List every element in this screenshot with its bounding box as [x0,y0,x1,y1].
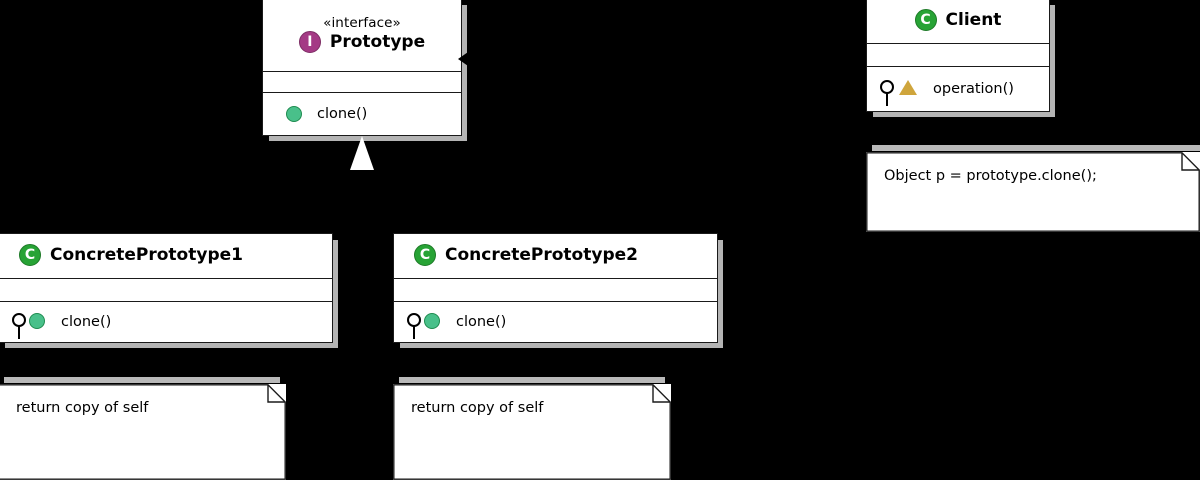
class-name-prototype: Prototype [329,32,426,52]
lollipop-icon [11,313,29,339]
class-box-concreteprototype2[interactable]: C ConcretePrototype2 clone() [393,233,718,343]
class-title-client: C Client [867,0,1049,43]
note-concrete1-text: return copy of self [16,400,149,416]
note-anchor-line-concrete1 [55,342,57,384]
attributes-compartment-concrete2 [394,279,717,301]
generalization-arrowhead-prototype [350,136,374,170]
attributes-compartment-concrete1 [0,279,332,301]
triangle-icon [899,79,917,95]
note-concrete2-shape [393,384,671,480]
note-client-text: Object p = prototype.clone(); [884,168,1097,184]
note-client[interactable]: Object p = prototype.clone(); [866,145,1200,232]
public-method-icon [29,313,45,329]
divider-prototype-attrs [263,71,461,72]
operation-row-clone[interactable]: clone() [394,302,717,342]
dependency-line-client-prototype-horizontal [470,58,885,60]
operation-label-clone: clone() [456,314,507,330]
lollipop-icon [879,80,897,106]
divider-client-ops [867,66,1049,67]
note-concrete2-shadow-top [399,377,665,383]
note-anchor-line-client [883,112,885,154]
public-method-icon [286,106,302,122]
note-client-shape [866,152,1200,232]
operation-row-clone[interactable]: clone() [263,93,461,135]
divider-concrete2-attrs [394,278,717,279]
stereotype-label-prototype: «interface» [323,15,401,31]
class-name-concreteprototype1: ConcretePrototype1 [50,245,243,265]
class-box-concreteprototype1[interactable]: C ConcretePrototype1 clone() [0,233,333,343]
operations-compartment-prototype: clone() [263,93,461,135]
operation-label-operation: operation() [933,81,1014,97]
attributes-compartment-prototype [263,72,461,92]
note-concreteprototype1[interactable]: return copy of self [0,377,286,480]
generalization-branch-concrete1 [166,203,168,233]
note-client-shadow-top [872,145,1200,151]
operations-compartment-client: operation() [867,67,1049,111]
class-icon: C [914,9,937,31]
dependency-arrowhead-prototype [458,50,471,68]
operation-label-clone: clone() [317,106,368,122]
interface-icon: I [298,31,321,53]
note-concrete1-shape [0,384,286,480]
divider-concrete1-ops [0,301,332,302]
class-title-prototype: «interface» I Prototype [263,0,461,71]
divider-prototype-ops [263,92,461,93]
generalization-crossbar [166,203,556,205]
class-icon: C [414,244,436,266]
divider-client-attrs [867,43,1049,44]
generalization-branch-concrete2 [555,203,557,233]
divider-concrete1-attrs [0,278,332,279]
lollipop-icon [406,313,424,339]
note-concreteprototype2[interactable]: return copy of self [393,377,671,480]
class-box-prototype[interactable]: «interface» I Prototype clone() [262,0,462,136]
note-anchor-line-concrete2 [448,342,450,384]
note-concrete2-text: return copy of self [411,400,544,416]
class-icon: C [19,244,41,266]
public-method-icon [424,313,440,329]
class-title-concreteprototype1: C ConcretePrototype1 [0,234,332,278]
operation-label-clone: clone() [61,314,112,330]
class-name-concreteprototype2: ConcretePrototype2 [445,245,638,265]
operations-compartment-concrete2: clone() [394,302,717,342]
operation-row-clone[interactable]: clone() [0,302,332,342]
attributes-compartment-client [867,44,1049,66]
note-concrete1-shadow-top [4,377,280,383]
class-box-client[interactable]: C Client operation() [866,0,1050,112]
class-title-concreteprototype2: C ConcretePrototype2 [394,234,717,278]
operations-compartment-concrete1: clone() [0,302,332,342]
divider-concrete2-ops [394,301,717,302]
class-name-client: Client [945,10,1002,30]
operation-row-operation[interactable]: operation() [867,67,1049,111]
generalization-trunk [361,168,363,204]
